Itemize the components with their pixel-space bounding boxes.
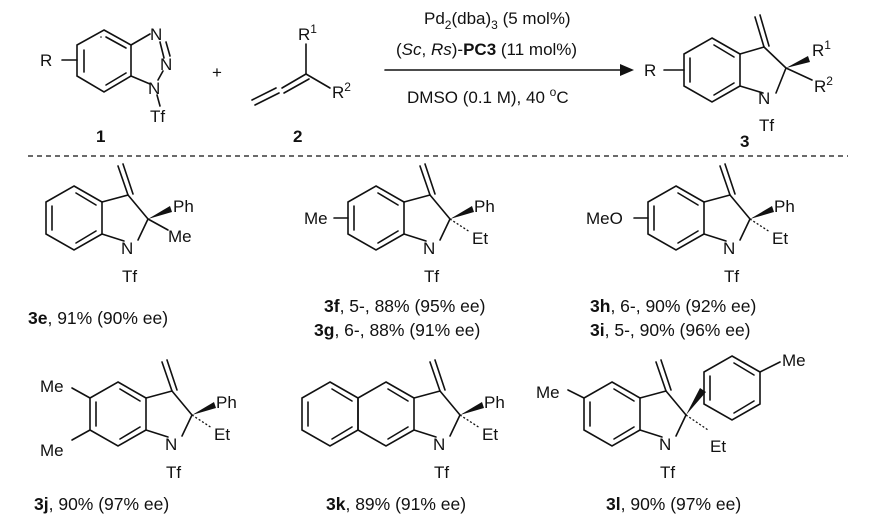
product-number: 3 [740, 132, 749, 151]
reactant1-n-atom: N [150, 25, 162, 44]
3k-tf-label: Tf [434, 463, 449, 482]
3j-tf-label: Tf [166, 463, 181, 482]
reaction-arrow [384, 64, 634, 76]
product-3h-structure [633, 163, 774, 251]
product-r1-label: R1 [812, 38, 831, 60]
3k-caption: 3k, 89% (91% ee) [326, 494, 466, 514]
3g-caption: 3g, 6-, 88% (91% ee) [314, 320, 480, 340]
3l-alkyl-label: Et [710, 437, 726, 456]
reactant1-n-atom: N [148, 79, 160, 98]
reactant1-tf-label: Tf [150, 107, 165, 126]
product-3l-structure [567, 355, 781, 447]
3f-n-atom: N [423, 239, 435, 258]
product-r2-label: R2 [814, 74, 833, 96]
product-3e-structure [45, 163, 172, 251]
3j-sub2-label: Me [40, 441, 64, 460]
3f-tf-label: Tf [424, 267, 439, 286]
3j-caption: 3j, 90% (97% ee) [34, 494, 169, 514]
reactant-1-structure [61, 29, 171, 107]
product-n-atom: N [758, 89, 770, 108]
3e-caption: 3e, 91% (90% ee) [28, 308, 168, 328]
reactant2-number: 2 [293, 127, 302, 146]
3f-sub-label: Me [304, 209, 328, 228]
3h-alkyl-label: Et [772, 229, 788, 248]
reactant2-r2-label: R2 [332, 80, 351, 102]
3l-caption: 3l, 90% (97% ee) [606, 494, 741, 514]
3h-tf-label: Tf [724, 267, 739, 286]
condition-ligand: (Sc, Rs)-PC3 (11 mol%) [396, 40, 577, 59]
3l-sub-label: Me [536, 383, 560, 402]
3h-sub-label: MeO [586, 209, 623, 228]
reactant1-r-label: R [40, 51, 52, 70]
3f-alkyl-label: Et [472, 229, 488, 248]
condition-solvent-temp: DMSO (0.1 M), 40 oC [407, 85, 569, 107]
3k-ph-label: Ph [484, 393, 505, 412]
3k-n-atom: N [433, 435, 445, 454]
3e-ph-label: Ph [173, 197, 194, 216]
3h-ph-label: Ph [774, 197, 795, 216]
product-3j-structure [71, 359, 216, 447]
3l-n-atom: N [659, 435, 671, 454]
3i-caption: 3i, 5-, 90% (96% ee) [590, 320, 751, 340]
3j-n-atom: N [165, 435, 177, 454]
reactant1-n-atom: N [160, 55, 172, 74]
3j-sub1-label: Me [40, 377, 64, 396]
3h-caption: 3h, 6-, 90% (92% ee) [590, 296, 756, 316]
3f-ph-label: Ph [474, 197, 495, 216]
3f-caption: 3f, 5-, 88% (95% ee) [324, 296, 485, 316]
3k-alkyl-label: Et [482, 425, 498, 444]
3l-tf-label: Tf [660, 463, 675, 482]
3j-alkyl-label: Et [214, 425, 230, 444]
product-r-label: R [644, 61, 656, 80]
3e-n-atom: N [121, 239, 133, 258]
reactant2-r1-label: R1 [298, 22, 317, 44]
3e-alkyl-label: Me [168, 227, 192, 246]
3e-tf-label: Tf [122, 267, 137, 286]
product-3k-structure [301, 359, 484, 447]
product-3f-structure [333, 163, 474, 251]
plus-sign: + [212, 63, 222, 82]
3j-ph-label: Ph [216, 393, 237, 412]
reactant1-number: 1 [96, 127, 105, 146]
3l-aryl-me-label: Me [782, 351, 806, 370]
product-tf-label: Tf [759, 116, 774, 135]
3h-n-atom: N [723, 239, 735, 258]
condition-catalyst: Pd2(dba)3 (5 mol%) [424, 9, 571, 32]
product-3-structure [663, 14, 813, 103]
reactant-2-structure [251, 43, 331, 106]
